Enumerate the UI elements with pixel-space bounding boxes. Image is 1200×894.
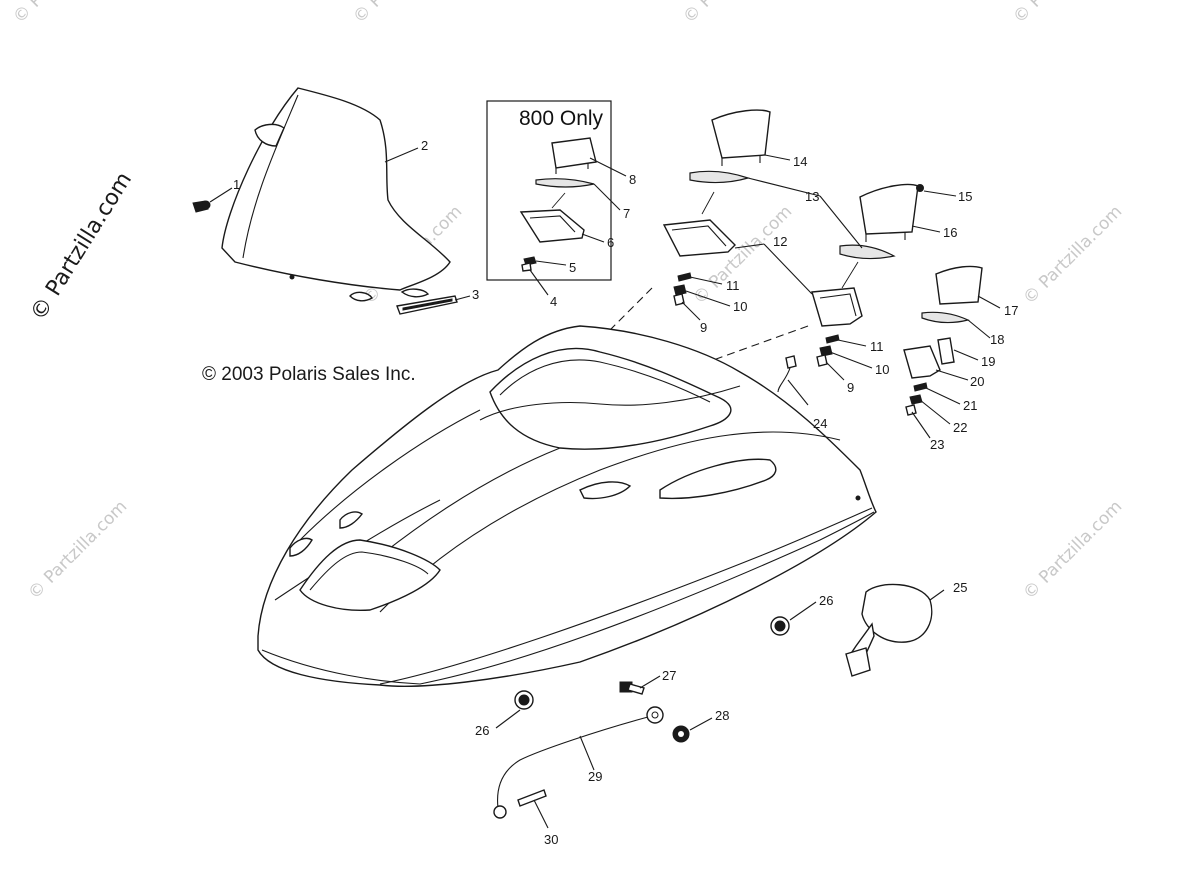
callout-27: 27: [662, 668, 676, 683]
part-13-lens-b: [839, 244, 896, 260]
callout-4: 4: [550, 294, 557, 309]
callout-3: 3: [472, 287, 479, 302]
callout-6: 6: [607, 235, 614, 250]
part-6-inner: [529, 215, 576, 233]
callout-7: 7: [623, 206, 630, 221]
connector-13-12: [701, 191, 715, 215]
callout-25: 25: [953, 580, 967, 595]
part-7-lens: [535, 178, 595, 188]
hood-body: [257, 325, 877, 687]
part-26-grommet-b: [514, 690, 534, 710]
connector-13b-12b: [841, 261, 859, 289]
part-8-cap: [551, 137, 597, 169]
watermark-top-3: © Partzilla.com: [1009, 0, 1116, 28]
callout-22: 22: [953, 420, 967, 435]
watermark-top-left: © Partzilla.com: [9, 0, 116, 28]
part-19-part: [937, 337, 955, 365]
part-25-mirror: [845, 583, 933, 677]
callout-29: 29: [588, 769, 602, 784]
part-26-grommet-a: [770, 616, 790, 636]
callout-10a: 10: [733, 299, 747, 314]
watermark-top-2: © Partzilla.com: [679, 0, 786, 28]
part-12-inner-a: [671, 225, 727, 247]
callout-14: 14: [793, 154, 807, 169]
callout-1: 1: [233, 177, 240, 192]
callout-12: 12: [773, 234, 787, 249]
callout-2: 2: [421, 138, 428, 153]
part-5-bulb: [523, 256, 537, 266]
part-2-windshield: [221, 87, 451, 302]
part-18-lens: [921, 311, 970, 324]
callout-23: 23: [930, 437, 944, 452]
800-only-group: 800 Only: [486, 100, 612, 281]
callout-11a: 11: [726, 278, 740, 293]
bulbs-sockets: [673, 272, 928, 416]
part-1-screw: [192, 200, 211, 213]
part-14-cap: [711, 109, 771, 166]
800-only-box: [486, 100, 612, 281]
part-6-housing: [519, 209, 585, 243]
part-3-clip: [396, 295, 458, 315]
callout-17: 17: [1004, 303, 1018, 318]
part-13-lens: [689, 170, 751, 184]
watermark-mid-2: © Partzilla.com: [689, 202, 796, 309]
part-17-cap: [935, 265, 983, 305]
part-4-socket: [521, 262, 532, 272]
part-27-bolt: [619, 681, 645, 695]
part-28-nut: [672, 725, 690, 743]
800-only-title: 800 Only: [519, 107, 604, 130]
part-12-housing-b: [811, 287, 863, 327]
callout-10b: 10: [875, 362, 889, 377]
callout-19: 19: [981, 354, 995, 369]
part-16-cap: [859, 183, 919, 242]
callout-26b: 26: [475, 723, 489, 738]
part-24-wire: [777, 355, 797, 393]
callout-16: 16: [943, 225, 957, 240]
part-15-screw: [916, 184, 924, 192]
callout-20: 20: [970, 374, 984, 389]
callout-18: 18: [990, 332, 1004, 347]
part-30-rivet: [517, 789, 547, 807]
callout-5: 5: [569, 260, 576, 275]
dash-line-2: [679, 325, 809, 373]
watermark-low-0: © Partzilla.com: [24, 497, 131, 604]
watermark-mid-3: © Partzilla.com: [1019, 202, 1126, 309]
callout-11b: 11: [870, 339, 884, 354]
watermark-low-3: © Partzilla.com: [1019, 497, 1126, 604]
part-29-tether: [493, 706, 664, 819]
connector-7-6: [551, 192, 566, 209]
callout-28: 28: [715, 708, 729, 723]
callout-8: 8: [629, 172, 636, 187]
callout-9b: 9: [847, 380, 854, 395]
callout-24: 24: [813, 416, 827, 431]
part-12-housing-a: [662, 219, 736, 257]
callout-13: 13: [805, 189, 819, 204]
callout-30: 30: [544, 832, 558, 847]
callout-15: 15: [958, 189, 972, 204]
part-20-housing: [903, 345, 941, 379]
part-8-legs: [555, 163, 589, 174]
callout-26a: 26: [819, 593, 833, 608]
copyright-text: © 2003 Polaris Sales Inc.: [202, 364, 416, 385]
watermark-top-1: © Partzilla.com: [349, 0, 456, 28]
watermark-main: © Partzilla.com: [26, 168, 137, 325]
part-12-inner-b: [819, 293, 857, 317]
callout-9a: 9: [700, 320, 707, 335]
leader-lines: [209, 147, 1001, 829]
callout-21: 21: [963, 398, 977, 413]
callout-numbers: 1 2 3 4 5 6 7 8 9 9 10 10 11 11 12 13 14…: [233, 138, 1018, 847]
